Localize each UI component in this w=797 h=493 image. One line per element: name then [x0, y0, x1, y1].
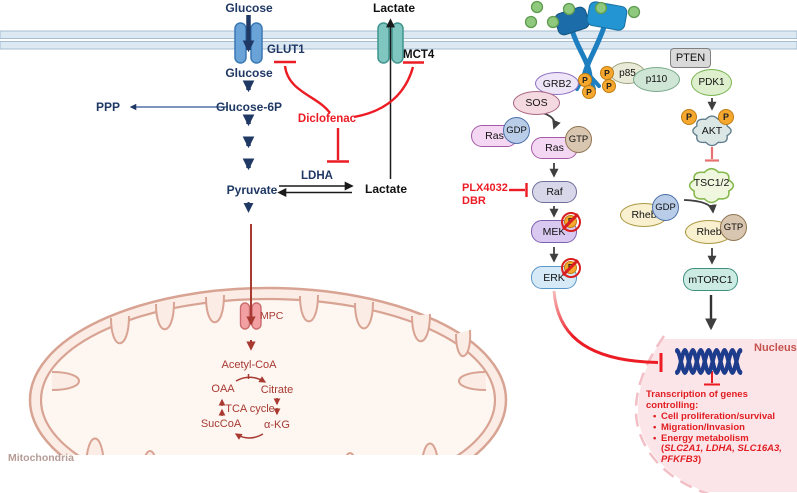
bullet-dot: • [653, 432, 657, 444]
erk-blocked-phospho-icon: P [561, 258, 581, 278]
gtp-badge-rheb: GTP [720, 214, 747, 241]
nucleus-shape [634, 335, 797, 493]
transcription-bullet: • Migration/Invasion [646, 421, 797, 434]
erk-text: ERK [543, 271, 565, 284]
ras-text: Ras [545, 142, 564, 154]
citrate-label: Citrate [260, 384, 294, 396]
sos-text: SOS [525, 97, 548, 109]
gdp-text: GDP [506, 125, 527, 136]
plx4032-label: PLX4032 [462, 182, 508, 194]
transcription-bullet: • Energy metabolism (SLC2A1, LDHA, SLC16A… [646, 432, 797, 466]
gtp-badge-ras: GTP [565, 126, 592, 153]
glucose6p-label: Glucose-6P [215, 100, 283, 114]
bullet3-prefix: Energy metabolism ( [661, 432, 749, 455]
cristae [51, 294, 487, 455]
ppp-label: PPP [95, 100, 121, 114]
rheb-gtp-node: Rheb [685, 220, 733, 244]
mek-text: MEK [542, 225, 566, 238]
p-text: P [722, 112, 729, 122]
rheb-text: Rheb [696, 226, 722, 238]
phospho-site: P [602, 79, 616, 93]
gdp-badge-rheb: GDP [652, 194, 679, 221]
bullet1-text: Cell proliferation/survival [661, 411, 776, 423]
mct4-label: MCT4 [403, 49, 435, 61]
inhibition-lines [274, 60, 720, 386]
gtp-text: GTP [568, 134, 589, 145]
glut1-label: GLUT1 [267, 44, 305, 56]
raf-node: Raf [532, 181, 577, 203]
p-text: P [586, 87, 592, 97]
akt-tsc-inhibition [705, 147, 719, 162]
pyruvate-lactate-arrows [277, 181, 354, 197]
ldha-label: LDHA [301, 170, 333, 182]
dna-helix [675, 347, 743, 376]
diclofenac-label: Diclofenac [297, 113, 357, 125]
akt-text: AKT [701, 124, 723, 137]
p110-node: p110 [633, 67, 680, 92]
bullet3-text: Energy metabolism (SLC2A1, LDHA, SLC16A3… [661, 432, 789, 466]
rheb-text: Rheb [631, 209, 657, 221]
gtp-text: GTP [723, 222, 744, 233]
p110-text: p110 [645, 74, 668, 85]
dbr-label: DBR [462, 195, 486, 207]
tsc12-node: TSC1/2 [684, 164, 739, 204]
oaa-label: OAA [211, 383, 235, 395]
p-text: P [606, 81, 612, 91]
mtorc1-text: mTORC1 [688, 273, 733, 286]
mitochondria-label: Mitochondria [8, 452, 74, 464]
phospho-site: P [600, 66, 614, 80]
akt-phospho-right: P [718, 109, 734, 125]
acetyl-coa-label: Acetyl-CoA [221, 359, 277, 371]
transcription-bullet: • Cell proliferation/survival [646, 412, 797, 423]
lactate-extracellular-label: Lactate [372, 1, 416, 15]
mek-blocked-phospho-icon: P [561, 212, 581, 232]
transcription-heading: Transcription of genes controlling: [646, 389, 748, 411]
akt-phospho-left: P [681, 109, 697, 125]
glucose-intracellular-label: Glucose [225, 66, 273, 80]
p85-text: p85 [619, 67, 636, 79]
pdk1-text: PDK1 [698, 77, 725, 88]
tsc12-text: TSC1/2 [693, 177, 730, 189]
alpha-kg-label: α-KG [264, 419, 290, 431]
lactate-intracellular-label: Lactate [364, 182, 408, 196]
gdp-text: GDP [655, 202, 676, 213]
ras-text: Ras [485, 130, 504, 142]
prohibition-ring [561, 258, 581, 278]
glucose-extracellular-label: Glucose [225, 1, 273, 15]
sos-node: SOS [513, 91, 560, 115]
pten-text: PTEN [675, 52, 706, 64]
transcription-block: Transcription of genes controlling: • Cel… [646, 389, 797, 466]
tca-cycle-label: TCA cycle [225, 403, 275, 415]
nucleus-label: Nucleus [754, 342, 797, 354]
gdp-badge-ras: GDP [503, 117, 530, 144]
pten-node: PTEN [670, 48, 711, 68]
raf-text: Raf [546, 186, 563, 198]
prohibition-ring [561, 212, 581, 232]
p-text: P [582, 75, 588, 85]
grb2-text: GRB2 [542, 77, 572, 90]
mct4-channel [377, 22, 404, 64]
pdk1-node: PDK1 [691, 69, 732, 96]
ligand-dots [524, 0, 641, 29]
tca-arrows [218, 376, 281, 440]
mitochondria-shape [28, 286, 508, 455]
erk-to-nucleus-inhibition [552, 290, 663, 372]
bullet-dot: • [653, 421, 657, 433]
mpc-label: MPC [260, 310, 284, 322]
bullet2-text: Migration/Invasion [661, 421, 745, 433]
phospho-site: P [582, 85, 596, 99]
bullet3-genes: SLC2A1, LDHA, SLC16A3, PFKFB3 [661, 443, 782, 465]
mtorc1-node: mTORC1 [683, 268, 738, 291]
bullet-dot: • [653, 411, 657, 423]
succoa-label: SucCoA [200, 418, 242, 430]
pyruvate-label: Pyruvate [226, 183, 278, 197]
p-text: P [685, 112, 692, 122]
bullet3-suffix: ) [697, 453, 702, 465]
p-text: P [604, 68, 610, 78]
